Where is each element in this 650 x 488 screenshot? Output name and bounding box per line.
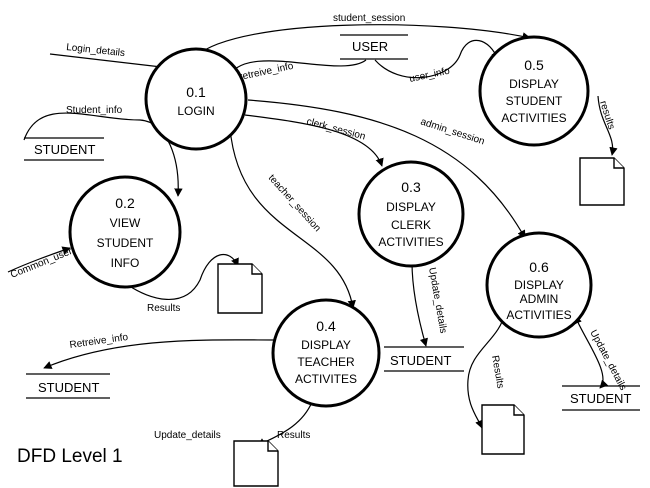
flow-label-results-02: Results <box>147 303 180 314</box>
process-id: 0.6 <box>529 259 549 275</box>
flow-label-retreive-info-04: Retreive_info <box>69 332 129 351</box>
store-student-top-label: STUDENT <box>34 142 95 157</box>
process-label: INFO <box>111 256 140 270</box>
process-id: 0.2 <box>115 195 135 211</box>
document-icon <box>217 263 263 314</box>
flow-label-student-info: Student_info <box>66 105 123 116</box>
flow-user-info <box>374 39 500 79</box>
process-label: ACTIVITIES <box>378 235 443 249</box>
store-student-clerk: STUDENT <box>384 346 464 372</box>
flow-label-update-details-06: Update_details <box>587 328 628 392</box>
store-student-admin: STUDENT <box>562 385 640 411</box>
process-label: ACTIVITES <box>295 372 357 386</box>
flow-label-results-05: results <box>597 100 617 131</box>
document-icon <box>481 404 525 455</box>
flow-update-details-06 <box>574 315 609 389</box>
process-label: CLERK <box>391 218 431 232</box>
process-0-6: 0.6 DISPLAY ADMIN ACTIVITIES <box>485 231 593 339</box>
store-user-label: USER <box>352 39 388 54</box>
flow-label-results-06: Results <box>489 355 506 390</box>
store-user: USER <box>340 34 408 60</box>
document-icon <box>233 440 279 487</box>
process-label: DISPLAY <box>301 338 351 352</box>
flow-common-user <box>7 246 71 273</box>
flow-label-teacher-session: teacher_session <box>266 173 323 234</box>
flow-label-clerk-session: clerk_session <box>305 116 366 142</box>
store-student-clerk-label: STUDENT <box>390 353 451 368</box>
flow-retreive-info-user <box>227 59 367 79</box>
flow-retreive-info-04 <box>43 339 279 369</box>
flow-student-session <box>195 24 531 57</box>
process-label: DISPLAY <box>514 278 564 292</box>
diagram-title: DFD Level 1 <box>17 446 123 467</box>
process-label: ADMIN <box>520 292 559 306</box>
flow-teacher-session <box>229 127 356 309</box>
process-label: LOGIN <box>177 104 214 118</box>
process-label: VIEW <box>110 216 141 230</box>
flow-login-details <box>49 53 171 72</box>
flow-update-details-03 <box>411 261 428 347</box>
flow-admin-session <box>247 99 526 239</box>
process-label: ACTIVITIES <box>501 111 566 125</box>
flow-label-results-04: Results <box>277 430 310 441</box>
flow-label-update-details-03: Update_details <box>426 267 448 335</box>
flow-clerk-session <box>244 114 384 167</box>
flow-label-student-session: student_session <box>333 13 405 24</box>
process-label: ACTIVITIES <box>506 308 571 322</box>
flow-label-user-info: user_info <box>408 66 451 85</box>
process-0-2: 0.2 VIEW STUDENT INFO <box>68 175 182 289</box>
flow-results-06 <box>467 311 506 429</box>
process-label: DISPLAY <box>386 200 436 214</box>
process-id: 0.5 <box>524 57 544 73</box>
process-label: STUDENT <box>506 94 563 108</box>
process-id: 0.3 <box>401 179 421 195</box>
process-0-3: 0.3 DISPLAY CLERK ACTIVITIES <box>357 160 465 268</box>
flow-results-02 <box>127 253 239 300</box>
store-student-bottom-left-label: STUDENT <box>38 380 99 395</box>
process-id: 0.1 <box>186 84 206 100</box>
process-0-4: 0.4 DISPLAY TEACHER ACTIVITES <box>271 298 381 408</box>
process-label: STUDENT <box>97 236 154 250</box>
process-label: TEACHER <box>297 355 355 369</box>
process-0-5: 0.5 DISPLAY STUDENT ACTIVITIES <box>478 35 590 147</box>
store-student-admin-label: STUDENT <box>570 391 631 406</box>
process-0-1: 0.1 LOGIN <box>144 47 248 151</box>
process-label: DISPLAY <box>509 77 559 91</box>
store-student-bottom-left: STUDENT <box>26 373 110 399</box>
document-icon <box>579 157 625 206</box>
store-student-top: STUDENT <box>24 137 104 161</box>
flow-results-05 <box>597 95 618 156</box>
flow-label-common-user: Common_user <box>9 246 75 281</box>
process-id: 0.4 <box>316 318 336 334</box>
flow-student-info <box>23 112 183 197</box>
flow-label-update-details-04: Update_details <box>154 430 221 441</box>
